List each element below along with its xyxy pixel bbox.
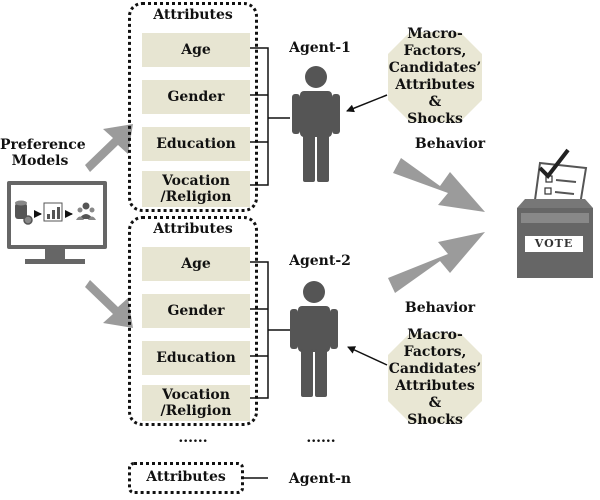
attributes-title: Attributes (153, 7, 233, 23)
factors-line4: Shocks (407, 111, 463, 127)
factors-line3: Attributes & (395, 378, 475, 411)
ellipsis-right: ...... (306, 430, 336, 446)
vocation-line1: Vocation (162, 173, 230, 189)
factors-line1: Macro-Factors, (403, 327, 467, 360)
factors-line4: Shocks (407, 412, 463, 428)
vote-label: VOTE (534, 237, 574, 250)
agent-n-label: Agent-n (288, 471, 352, 487)
vocation-line1: Vocation (162, 387, 230, 403)
attribute-gender: Gender (142, 294, 250, 328)
factors-line1: Macro-Factors, (403, 26, 467, 59)
computer-monitor-icon (7, 181, 107, 264)
behavior-arrow-1 (393, 158, 485, 212)
person-figure-icon (290, 281, 338, 397)
vocation-line2: /Religion (160, 189, 232, 205)
factors-text-2: Macro-Factors, Candidates’ Attributes & … (388, 327, 482, 428)
factors-octagon-2 (388, 333, 482, 423)
factors-line3: Attributes & (395, 77, 475, 110)
bar-chart-icon (43, 202, 63, 222)
attribute-vocation-religion: Vocation /Religion (142, 385, 250, 421)
attributes-group-n: Attributes (128, 462, 244, 494)
ballot-box-icon (517, 148, 593, 278)
attribute-gender: Gender (142, 80, 250, 114)
behavior-label-1: Behavior (414, 136, 486, 152)
attribute-education: Education (142, 341, 250, 375)
factors-text-1: Macro-Factors, Candidates’ Attributes & … (388, 26, 482, 127)
attributes-group2: Attributes Age Gender Education Vocation… (128, 216, 258, 426)
factors-line2: Candidates’ (388, 361, 482, 377)
ellipsis-left: ...... (178, 430, 208, 446)
arrow-to-group1 (85, 124, 133, 172)
influence-arrow-2 (347, 346, 388, 366)
attributes-title: Attributes (153, 221, 233, 237)
preference-models-label: Preference Models (0, 137, 86, 169)
agent-2-label: Agent-2 (289, 253, 351, 269)
preference-models-line2: Models (11, 153, 69, 169)
attributes-group1: Attributes Age Gender Education Vocation… (128, 2, 258, 212)
factors-octagon-1 (388, 32, 482, 122)
behavior-label-2: Behavior (404, 300, 476, 316)
vocation-line2: /Religion (160, 403, 232, 419)
bracket-group2 (249, 261, 290, 399)
bracket-group1 (249, 47, 290, 186)
agent-1-label: Agent-1 (289, 40, 351, 56)
behavior-arrow-2 (388, 232, 485, 293)
attribute-vocation-religion: Vocation /Religion (142, 171, 250, 207)
attribute-age: Age (142, 33, 250, 67)
person-figure-icon (292, 66, 340, 182)
attribute-education: Education (142, 127, 250, 161)
preference-models-line1: Preference (0, 137, 86, 153)
attributes-title: Attributes (146, 469, 226, 485)
attribute-age: Age (142, 247, 250, 281)
database-gear-icon (15, 200, 33, 225)
people-icon (76, 202, 96, 220)
factors-line2: Candidates’ (388, 60, 482, 76)
arrow-to-group2 (85, 280, 133, 328)
influence-arrow-1 (346, 94, 388, 113)
